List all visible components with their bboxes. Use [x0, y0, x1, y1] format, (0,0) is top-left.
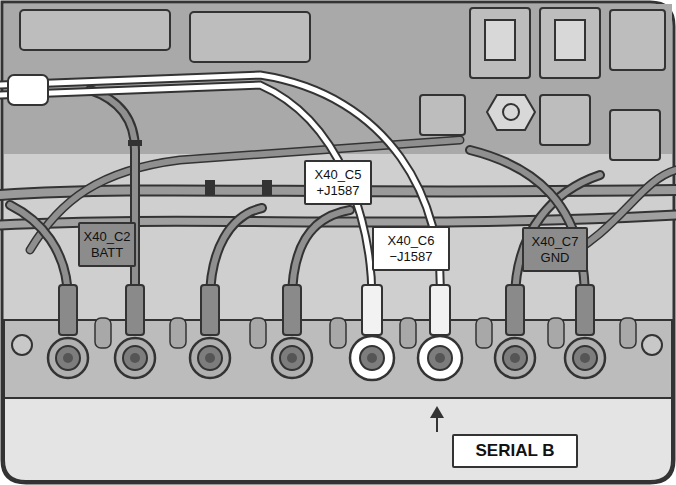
wire-tag: X40_C6 −J1587 — [372, 226, 450, 271]
wire-tag: X40_C7 GND — [522, 227, 588, 272]
callout-label: SERIAL B — [475, 441, 554, 461]
wire-tag: X40_C5 +J1587 — [304, 160, 372, 205]
tag-text: X40_C6 −J1587 — [378, 233, 444, 264]
wire-tag: X40_C2 BATT — [78, 222, 136, 267]
tag-text: X40_C5 +J1587 — [310, 167, 366, 198]
callout-box: SERIAL B — [452, 434, 578, 468]
tag-text: X40_C7 GND — [528, 234, 582, 265]
tag-text: X40_C2 BATT — [84, 229, 131, 260]
